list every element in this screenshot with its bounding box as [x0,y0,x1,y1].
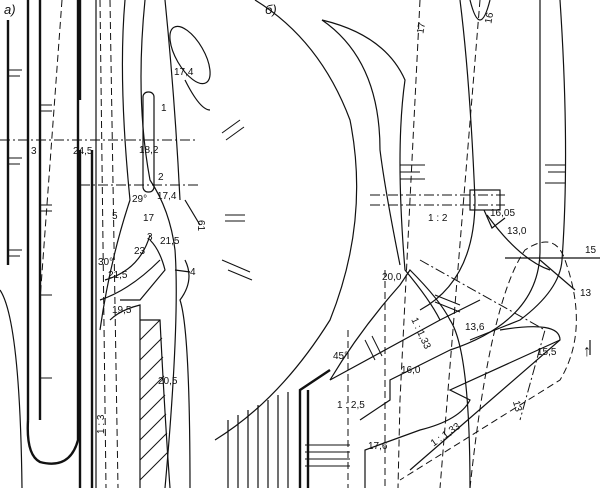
number-label: 61 [195,220,206,232]
elevation-label: 17 [143,213,155,224]
number-label: 3 [147,232,153,243]
number-label: 3 [31,146,37,157]
number-label: 16 [483,11,496,24]
number-label: 15 [585,245,597,256]
slope-label: 1 : 1,33 [408,316,432,351]
elevation-label: 17,6 [368,441,388,452]
number-label: 13 [580,288,592,299]
number-label: 5 [112,211,118,222]
elevation-label: 21,5 [108,270,128,281]
ticks [305,164,565,467]
panel-b-drawing [214,0,600,488]
elevation-label: 15,5 [537,347,557,358]
north-arrow-icon: ↑ [583,343,591,360]
elevation-label: 17,4 [174,67,194,78]
slope-label: 1 : 3 [96,414,107,434]
number-label: 4 [190,267,196,278]
panel-a-drawing [0,0,253,488]
number-label: 2 [158,172,164,183]
elevation-label: 16,05 [490,208,515,219]
number-label: 17 [415,21,428,34]
angle-label: 29° [132,194,147,205]
slope-label: 1 : 1,33 [429,421,463,449]
elevation-label: 24,5 [73,146,93,157]
number-label: 13 [510,399,524,413]
number-label: 1 [161,103,167,114]
elevation-label: 18,2 [139,145,159,156]
elevation-label: 16,0 [401,365,421,376]
elevation-label: 20,5 [158,376,178,387]
angle-label: 30° [98,257,113,268]
slope-label: 1 : 2,5 [337,400,365,411]
ticks [8,69,253,379]
elevation-label: 13,6 [465,322,485,333]
elevation-label: 19,5 [112,305,132,316]
elevation-label: 20,0 [382,272,402,283]
elevation-label: 17,4 [157,191,177,202]
number-label: 23 [134,246,146,257]
hatched-area [139,319,169,481]
elevation-label: 21,5 [160,236,180,247]
panel-a-label: а) [4,2,16,17]
angle-label: 45° [333,351,348,362]
slope-label: 1 : 2 [428,213,448,224]
panel-b-label: б) [265,2,277,17]
elevation-label: 13,0 [507,226,527,237]
